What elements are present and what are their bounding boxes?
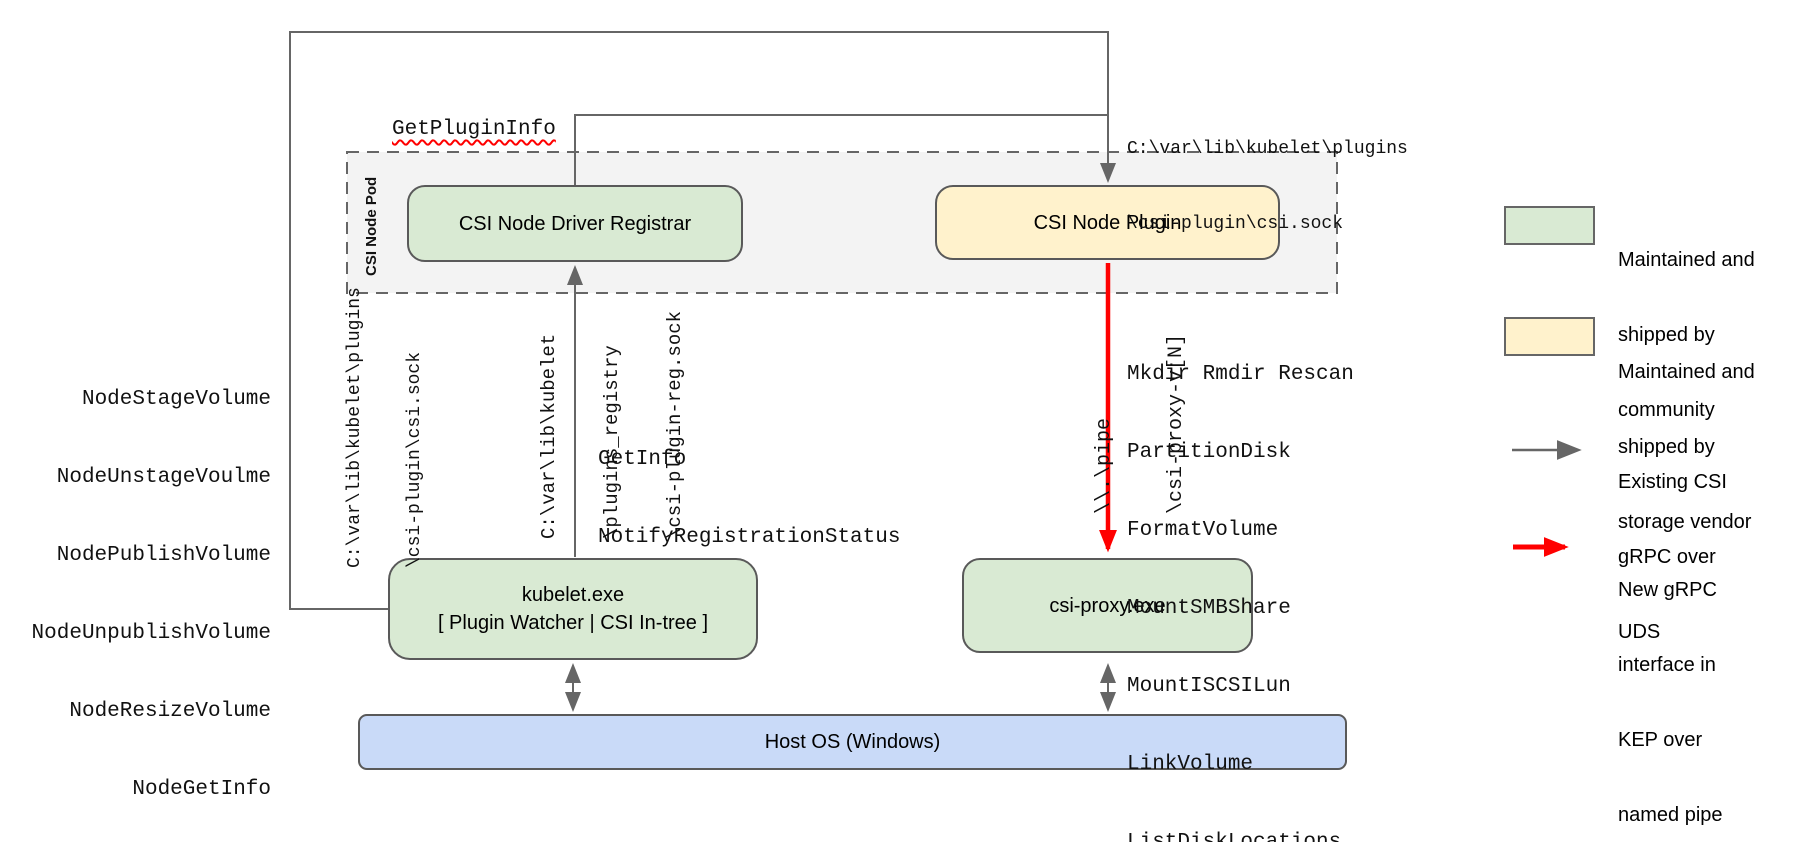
registrar-to-plugin-getplugininfo-connector	[574, 114, 1108, 185]
text-line: UDS	[1618, 621, 1661, 643]
kubelet-box: kubelet.exe [ Plugin Watcher | CSI In-tr…	[388, 558, 758, 660]
text-line: gRPC over	[1618, 546, 1716, 568]
registration-methods-list: GetInfo NotifyRegistrationStatus	[598, 395, 900, 603]
text-line: New gRPC	[1618, 579, 1717, 601]
plugin-registry-path-vertical-label: C:\var\lib\kubelet \plugins_registry \cs…	[497, 311, 728, 539]
host-os-box: Host OS (Windows)	[358, 714, 1347, 770]
text-line: named pipe	[1618, 804, 1723, 826]
list-item: MountISCSILun	[1127, 675, 1291, 698]
legend-community-swatch	[1504, 206, 1595, 245]
text-line: C:\var\lib\kubelet\plugins	[345, 287, 365, 568]
csi-node-driver-registrar-box: CSI Node Driver Registrar	[407, 185, 743, 262]
text-line: KEP over	[1618, 729, 1703, 751]
text-line: C:\var\lib\kubelet	[538, 333, 560, 539]
text-line: Maintained and	[1618, 361, 1755, 383]
text-line: \csi-proxy-v[N]	[1165, 333, 1188, 514]
legend-new-grpc-label: New gRPC interface in KEP over named pip…	[1618, 528, 1723, 842]
named-pipe-path-vertical-label: \\.\pipe \csi-proxy-v[N]	[1045, 334, 1237, 514]
text-line: storage vendor	[1618, 511, 1752, 533]
legend-vendor-swatch	[1504, 317, 1595, 356]
legend-existing-grpc-label: Existing CSI gRPC over UDS	[1618, 420, 1727, 695]
list-item: Mkdir Rmdir Rescan	[1127, 363, 1354, 386]
list-item: NodeResizeVolume	[69, 700, 271, 723]
list-item: NodeStageVolume	[81, 388, 271, 411]
list-item: NotifyRegistrationStatus	[598, 526, 901, 549]
csi-node-plugin-box: CSI Node Plugin	[935, 185, 1280, 260]
list-item: NodeGetInfo	[132, 778, 271, 801]
plugin-label: CSI Node Plugin	[1033, 211, 1182, 234]
csi-node-pod-label: CSI Node Pod	[363, 176, 380, 276]
kubelet-label-line1: kubelet.exe	[521, 584, 625, 606]
csi-proxy-box: csi-proxy.exe	[962, 558, 1253, 653]
list-item: GetInfo	[598, 448, 687, 471]
csi-proxy-label: csi-proxy.exe	[1049, 594, 1166, 617]
text-line: C:\var\lib\kubelet\plugins	[1127, 139, 1408, 159]
text-line: \csi-plugin\csi.sock	[1127, 214, 1344, 234]
kubelet-label-line2: [ Plugin Watcher | CSI In-tree ]	[437, 612, 709, 634]
kubelet-to-plugin-uds-connector	[289, 31, 1116, 610]
list-item: NodeUnstageVoulme	[56, 466, 271, 489]
node-methods-list: NodeStageVolume NodeUnstageVoulme NodePu…	[28, 335, 271, 842]
list-item: MountSMBShare	[1127, 597, 1291, 620]
text-line: interface in	[1618, 654, 1716, 676]
text-line: shipped by	[1618, 324, 1715, 346]
csi-sock-path-vertical-label: C:\var\lib\kubelet\plugins \csi-plugin\c…	[305, 287, 465, 568]
text-line: Existing CSI	[1618, 471, 1727, 493]
csi-sock-path-label: C:\var\lib\kubelet\plugins \csi-plugin\c…	[1127, 87, 1408, 287]
text-line: shipped by	[1618, 436, 1715, 458]
text-line: \plugins_registry	[601, 345, 623, 539]
text-line: community	[1618, 399, 1715, 421]
get-plugin-info-label: GetPluginInfo	[392, 118, 556, 141]
text-line: Maintained and	[1618, 249, 1755, 271]
text-line: \csi-plugin\csi.sock	[405, 351, 425, 568]
text-line: \\.\pipe	[1093, 417, 1116, 514]
list-item: ListDiskLocations	[1127, 830, 1354, 842]
list-item: NodeUnpublishVolume	[31, 622, 271, 645]
proxy-methods-list: Mkdir Rmdir Rescan PartitionDisk FormatV…	[1127, 310, 1354, 842]
legend-community-label: Maintained and shipped by community	[1618, 198, 1755, 473]
list-item: FormatVolume	[1127, 519, 1279, 542]
text-line: \csi-plugin-reg.sock	[664, 310, 686, 539]
list-item: NodePublishVolume	[56, 544, 271, 567]
list-item: PartitionDisk	[1127, 441, 1291, 464]
legend-vendor-label: Maintained and shipped by storage vendor	[1618, 310, 1755, 585]
list-item: LinkVolume	[1127, 753, 1254, 776]
host-os-label: Host OS (Windows)	[764, 731, 941, 753]
registrar-label: CSI Node Driver Registrar	[458, 212, 692, 235]
